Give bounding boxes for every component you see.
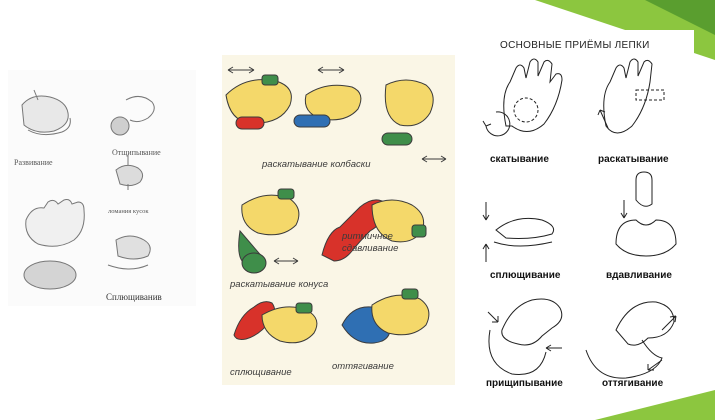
- left-technique-panel: Развивание Отщипывание ломания кусок Спл…: [8, 70, 196, 306]
- label-prishchipyvanie: прищипывание: [486, 378, 563, 389]
- label-splyushchivaniv: Сплющиванив: [106, 292, 162, 302]
- label-lomaniya-kusok: ломания кусок: [108, 208, 149, 215]
- label-raskatyvanie-konusa: раскатывание конуса: [230, 279, 328, 290]
- label-ottyagivanie: оттягивание: [602, 378, 663, 389]
- label-splyushchivanie: сплющивание: [490, 270, 560, 281]
- label-raskatyvanie: раскатывание: [598, 154, 669, 165]
- right-hand-drawings: [466, 30, 694, 392]
- label-otshchipyvanie: Отщипывание: [112, 148, 161, 157]
- label-raskatyvanie-kolbaski: раскатывание колбаски: [262, 159, 371, 170]
- left-hand-drawings: [8, 70, 196, 306]
- label-skatyvanie: скатывание: [490, 154, 549, 165]
- label-ritmichnoe: ритмичное: [342, 231, 393, 242]
- middle-technique-panel: раскатывание колбаски ритмичное сдавлива…: [222, 55, 455, 385]
- label-vdavlivanie: вдавливание: [606, 270, 672, 281]
- label-sdavlivanie: сдавливание: [342, 243, 398, 254]
- label-splyushchivanie-mid: сплющивание: [230, 367, 292, 378]
- right-technique-panel: ОСНОВНЫЕ ПРИЁМЫ ЛЕПКИ: [466, 30, 694, 392]
- label-ottyagivanie-mid: оттягивание: [332, 361, 394, 372]
- middle-hand-drawings: [222, 55, 455, 385]
- corner-decoration-bottom: [535, 390, 715, 420]
- label-razvivanie: Развивание: [14, 158, 53, 167]
